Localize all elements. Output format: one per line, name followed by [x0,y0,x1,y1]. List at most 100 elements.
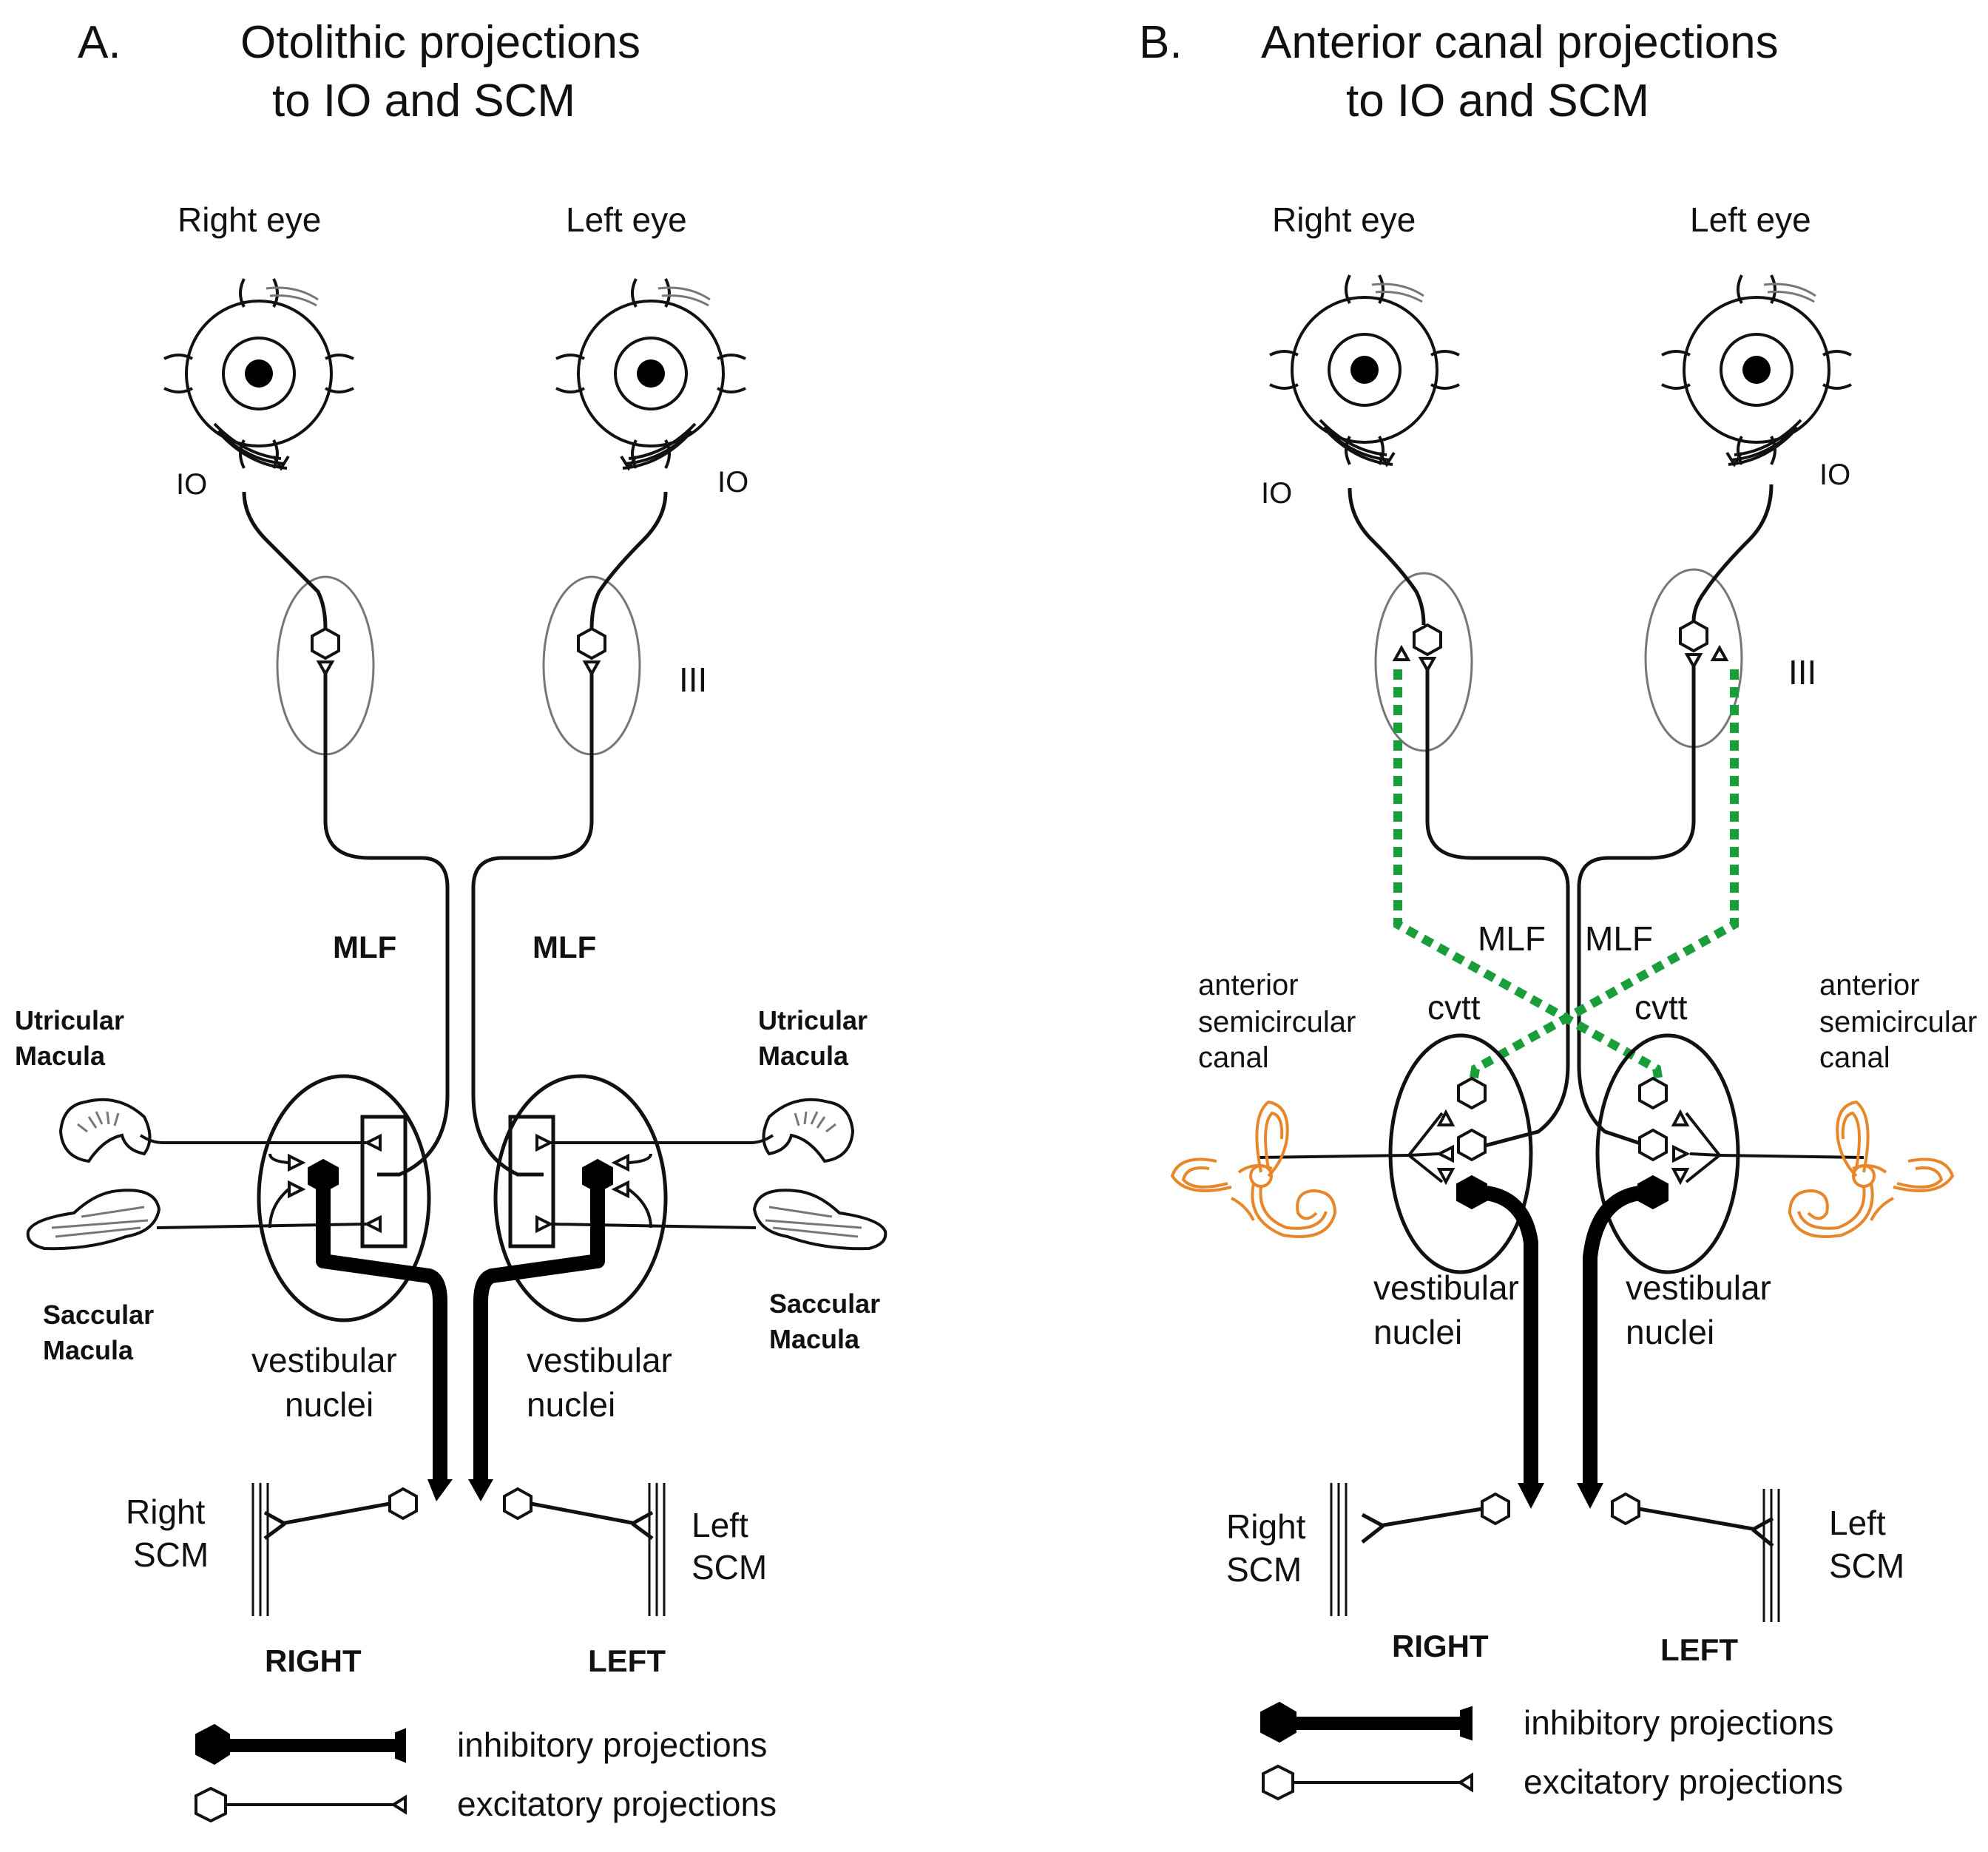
motoneuron-right [311,627,340,660]
svg-text:Macula: Macula [15,1041,106,1071]
svg-text:Utricular: Utricular [15,1005,124,1035]
vestibular-nuclei-right [257,1074,431,1322]
saccular-label-right: Saccular Macula [43,1300,154,1365]
svg-text:Macula: Macula [758,1041,849,1071]
motoneuron-left-b [1679,620,1708,652]
panel-a-letter: A. [78,17,121,68]
saccular-macula-left [752,1189,888,1251]
scm-motoneuron-left [503,1487,532,1520]
svg-text:nuclei: nuclei [527,1385,615,1424]
svg-text:canal: canal [1198,1041,1269,1074]
vestibular-nuclei-right-b [1388,1033,1533,1274]
right-eye-icon [163,277,355,470]
anterior-semicircular-canal-left [1788,1101,1954,1238]
side-left-label-b: LEFT [1660,1632,1738,1667]
svg-text:anterior: anterior [1198,969,1299,1001]
left-scm-label-b: Left SCM [1829,1504,1904,1585]
panel-b-title-line1: Anterior canal projections [1261,17,1779,68]
io-left-label: IO [717,466,748,499]
inhibitory-projection-left-b [1583,1184,1654,1483]
legend-inhibitory-b: inhibitory projections [1260,1701,1833,1743]
panel-a-title-line2: to IO and SCM [272,75,575,126]
svg-text:Left: Left [692,1506,748,1544]
inhibitory-projection-right [316,1183,447,1479]
svg-text:Left: Left [1829,1504,1886,1542]
utricular-label-right: Utricular Macula [15,1005,124,1071]
io-right-label: IO [176,468,207,501]
legend-inhibitory: inhibitory projections [195,1723,767,1765]
panel-a-title-line1: Otolithic projections [240,17,640,68]
mlf-pathway-right [323,673,450,1177]
right-eye-label: Right eye [178,200,321,239]
cvtt-right-label: cvtt [1427,988,1481,1027]
svg-text:semicircular: semicircular [1819,1006,1977,1038]
legend-excitatory-b: excitatory projections [1262,1763,1843,1801]
io-left-label-b: IO [1819,459,1850,491]
side-right-label-b: RIGHT [1392,1629,1489,1663]
vestibular-nuclei-label-left: vestibular nuclei [527,1341,672,1424]
utricular-label-left: Utricular Macula [758,1005,868,1071]
left-eye-label: Left eye [566,200,687,239]
panel-b-title-line2: to IO and SCM [1346,75,1649,126]
left-scm-muscle [648,1481,666,1618]
anterior-semicircular-canal-right [1171,1101,1336,1238]
svg-text:vestibular: vestibular [251,1341,397,1379]
scm-motoneuron-right [388,1487,418,1520]
utricular-macula-left [762,1098,855,1163]
legend-excitatory-label: excitatory projections [457,1785,777,1823]
right-eye-label-b: Right eye [1272,200,1416,239]
mlf-pathway-left [471,673,594,1177]
svg-text:vestibular: vestibular [1626,1268,1771,1307]
vestibular-nuclei-label-right-b: vestibular nuclei [1373,1268,1519,1351]
svg-text:Saccular: Saccular [43,1300,154,1330]
svg-text:canal: canal [1819,1041,1890,1074]
scm-motoneuron-right-b [1481,1493,1510,1525]
canal-label-left: anterior semicircular canal [1819,969,1977,1074]
svg-text:nuclei: nuclei [1373,1313,1462,1351]
scm-motoneuron-left-b [1611,1493,1640,1525]
canal-label-right: anterior semicircular canal [1198,969,1356,1074]
mlf-right-label: MLF [333,930,396,964]
left-scm-label: Left SCM [692,1506,767,1586]
panel-a: A. Otolithic projections to IO and SCM R… [15,17,888,1823]
inhibitory-projection-right-b [1471,1184,1538,1483]
svg-text:Right: Right [126,1493,206,1531]
svg-text:anterior: anterior [1819,969,1920,1001]
panel-b: B. Anterior canal projections to IO and … [1139,17,1977,1801]
vestibular-nuclei-label-left-b: vestibular nuclei [1626,1268,1771,1351]
svg-text:semicircular: semicircular [1198,1006,1356,1038]
mlf-pathway-right-b [1425,669,1570,1152]
svg-text:SCM: SCM [133,1535,209,1574]
svg-text:nuclei: nuclei [1626,1313,1714,1351]
svg-text:Right: Right [1226,1507,1306,1546]
legend-excitatory-label-b: excitatory projections [1524,1763,1843,1801]
motoneuron-right-b [1413,623,1442,656]
mlf-left-label: MLF [532,930,596,964]
svg-text:Utricular: Utricular [758,1005,868,1035]
mlf-left-label-b: MLF [1585,919,1653,958]
svg-text:Saccular: Saccular [769,1288,880,1319]
mlf-pathway-left-b [1577,666,1696,1152]
oculomotor-nucleus-right-b [1374,572,1473,752]
svg-text:nuclei: nuclei [285,1385,373,1424]
svg-text:Macula: Macula [769,1324,860,1354]
mlf-right-label-b: MLF [1478,919,1546,958]
svg-text:SCM: SCM [692,1548,767,1586]
svg-text:Macula: Macula [43,1335,134,1365]
vestibular-nuclei-left [493,1074,668,1322]
utricular-macula-right [58,1098,152,1163]
right-scm-label-b: Right SCM [1226,1507,1306,1589]
motoneuron-left [577,627,606,660]
svg-text:SCM: SCM [1226,1550,1302,1589]
left-eye-icon [555,277,747,470]
oculomotor-nucleus-label-b: III [1788,653,1816,692]
right-eye-icon-b [1268,274,1461,466]
right-scm-label: Right SCM [126,1493,209,1574]
svg-text:SCM: SCM [1829,1547,1904,1585]
side-left-label: LEFT [588,1643,666,1678]
vestibular-nuclei-label-right: vestibular nuclei [251,1341,397,1424]
io-right-label-b: IO [1261,477,1292,510]
inhibitory-projection-left [473,1183,605,1479]
oculomotor-nucleus-label: III [679,660,707,699]
